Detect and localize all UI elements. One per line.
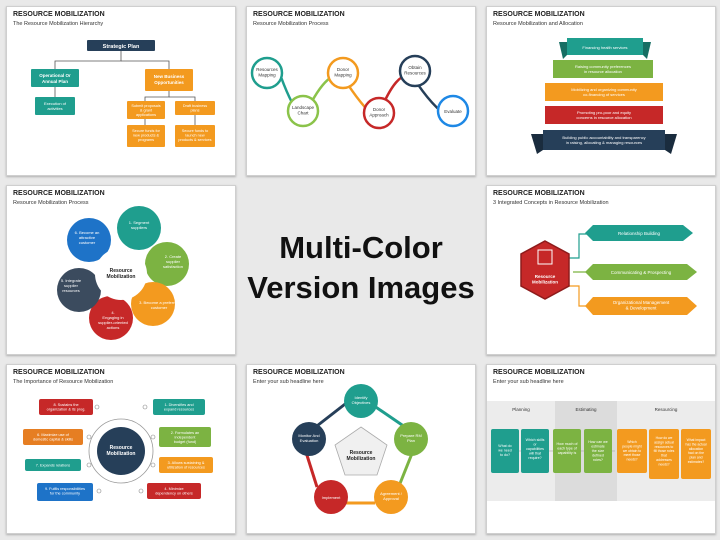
root-box [87,40,155,51]
center-title: Multi-Color Version Images [247,184,475,354]
slide-cycle[interactable]: RESOURCE MOBILIZATION Resource Mobilizat… [6,185,236,355]
svg-text:Agreement /Approval: Agreement /Approval [380,491,403,501]
svg-text:Relationship Building: Relationship Building [618,231,661,236]
slide-title: RESOURCE MOBILIZATION [13,190,105,197]
slide-subtitle: Enter your sub headline here [493,379,564,385]
svg-text:3. Allows sustaining &utilizat: 3. Allows sustaining &utilization of res… [167,461,205,470]
slide-integrated-concepts[interactable]: RESOURCE MOBILIZATION 3 Integrated Conce… [486,185,716,355]
slide-title: RESOURCE MOBILIZATION [13,369,105,376]
svg-text:Estimating: Estimating [575,407,597,412]
center-title-line2: Version Images [247,270,475,305]
svg-text:Planning: Planning [512,407,530,412]
slide-allocation-ribbons[interactable]: RESOURCE MOBILIZATION Resource Mobilizat… [486,6,716,176]
svg-text:Evaluate: Evaluate [444,109,462,114]
svg-text:Financing health services: Financing health services [582,45,627,50]
slide-subtitle: The Importance of Resource Mobilization [13,379,114,385]
left-box [31,69,79,87]
right-box [145,69,193,91]
slide-hierarchy[interactable]: RESOURCE MOBILIZATION The Resource Mobil… [6,6,236,176]
slide-process-wave[interactable]: RESOURCE MOBILIZATION Resource Mobilizat… [246,6,476,176]
slide-subtitle: The Resource Mobilization Hierarchy [13,21,104,27]
slide-title: RESOURCE MOBILIZATION [13,11,105,18]
slide-title: RESOURCE MOBILIZATION [493,11,585,18]
slide-title: RESOURCE MOBILIZATION [493,190,585,197]
slide-title: RESOURCE MOBILIZATION [253,369,345,376]
slide-pentagon-cycle[interactable]: RESOURCE MOBILIZATION Enter your sub hea… [246,364,476,534]
svg-text:Mobilizing and organizing comm: Mobilizing and organizing communityco-fi… [571,87,637,97]
svg-text:Organizational Management& Dev: Organizational Management& Development [613,300,670,311]
svg-text:Building public accountability: Building public accountability and trans… [562,135,645,145]
root-label: Strategic Plan [103,44,140,50]
svg-text:Resourcing: Resourcing [655,407,678,412]
left-child-box [35,97,75,115]
svg-text:7. Expands relations: 7. Expands relations [36,464,71,468]
slide-subtitle: 3 Integrated Concepts in Resource Mobili… [493,200,609,206]
ribbon-diagram: Financing health services Raising commun… [531,38,677,154]
slide-subtitle: Resource Mobilization Process [253,21,329,27]
slide-importance[interactable]: RESOURCE MOBILIZATION The Importance of … [6,364,236,534]
slide-swimlanes[interactable]: RESOURCE MOBILIZATION Enter your sub hea… [486,364,716,534]
slide-subtitle: Enter your sub headline here [253,379,324,385]
resource-icon [537,249,553,265]
slide-title: RESOURCE MOBILIZATION [493,369,585,376]
slide-subtitle: Resource Mobilization and Allocation [493,21,583,27]
center-title-line1: Multi-Color [279,230,443,265]
svg-text:Implement: Implement [322,495,342,500]
svg-text:Communicating & Prospecting: Communicating & Prospecting [611,270,672,275]
slide-subtitle: Resource Mobilization Process [13,200,89,206]
slide-title: RESOURCE MOBILIZATION [253,11,345,18]
